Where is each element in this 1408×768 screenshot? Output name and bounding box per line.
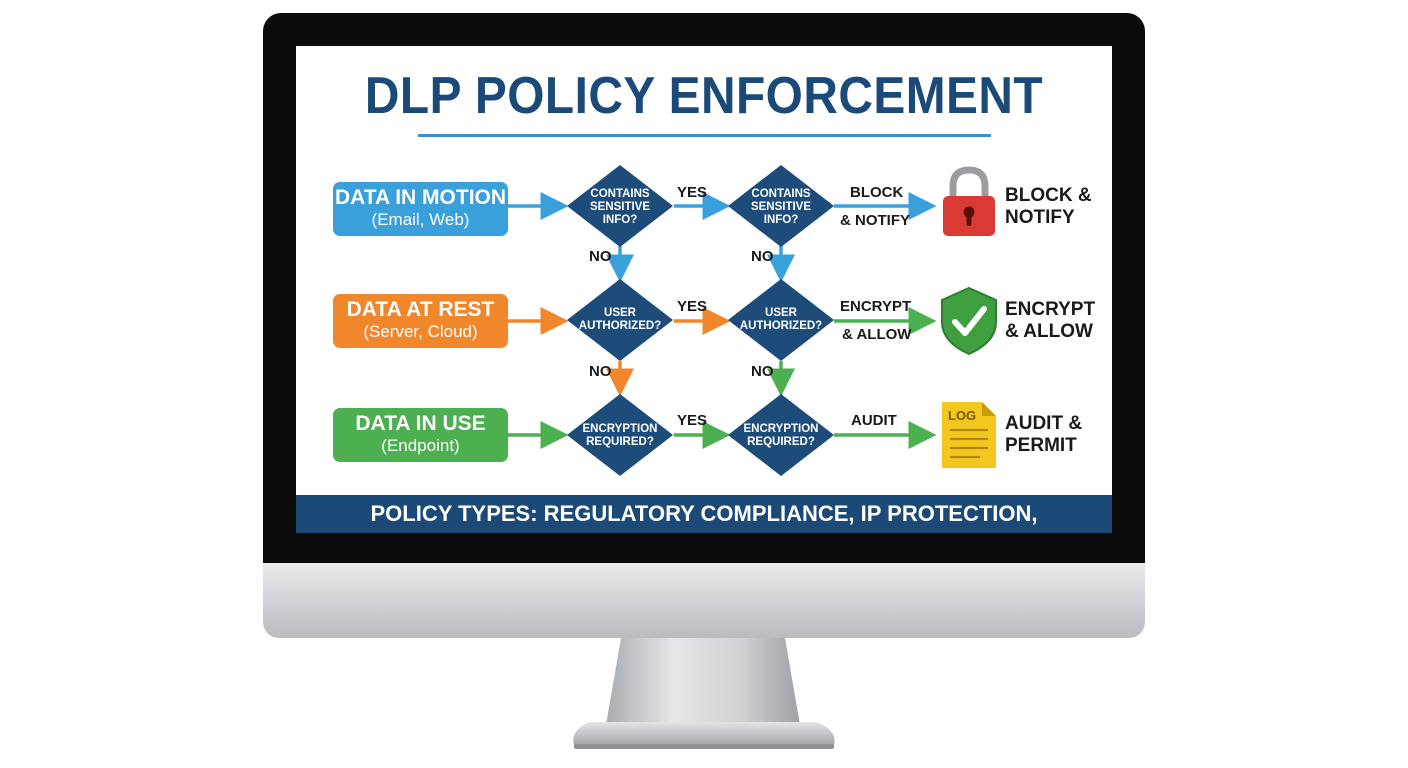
- block-label-line2: & NOTIFY: [840, 212, 910, 229]
- monitor-chin: [263, 563, 1145, 638]
- source-data-in-use: DATA IN USE (Endpoint): [333, 408, 508, 462]
- no-label-r2c2: NO: [751, 363, 774, 380]
- title-underline: [418, 134, 991, 137]
- decision-diamond-r1c1: [567, 165, 673, 247]
- source-data-in-motion: DATA IN MOTION (Email, Web): [333, 182, 508, 236]
- decision-diamond-r2c2: [728, 279, 834, 361]
- yes-label-r3: YES: [677, 412, 708, 429]
- outcome-label: BLOCK & NOTIFY: [1005, 185, 1092, 229]
- outcome-line1: ENCRYPT: [1005, 299, 1096, 320]
- decision-diamond-r2c1: [567, 279, 673, 361]
- audit-label: AUDIT: [851, 412, 897, 429]
- decision-diamond-r3c2: [728, 394, 834, 476]
- outcome-line2: NOTIFY: [1005, 207, 1075, 228]
- encrypt-label-line2: & ALLOW: [842, 326, 912, 343]
- decision-text: CONTAINS SENSITIVE INFO?: [589, 188, 651, 226]
- source-title: DATA AT REST: [346, 298, 495, 321]
- log-badge: LOG: [948, 408, 977, 423]
- flow-connectors: [508, 165, 997, 476]
- diagram-title: DLP POLICY ENFORCEMENT: [364, 67, 1044, 125]
- decision-text: ENCRYPTION REQUIRED?: [743, 423, 819, 448]
- block-label-line1: BLOCK: [850, 184, 904, 201]
- source-title: DATA IN MOTION: [334, 186, 507, 209]
- source-data-at-rest: DATA AT REST (Server, Cloud): [333, 294, 508, 348]
- yes-label-r1: YES: [677, 184, 708, 201]
- decision-text: USER AUTHORIZED?: [739, 307, 823, 332]
- outcome-label: AUDIT & PERMIT: [1005, 413, 1082, 457]
- shield-check-icon: [941, 286, 997, 356]
- outcome-line1: BLOCK &: [1005, 185, 1092, 206]
- outcome-label: ENCRYPT & ALLOW: [1005, 299, 1095, 343]
- no-label-r1c2: NO: [751, 248, 774, 265]
- log-document-icon: [942, 402, 996, 468]
- lock-icon: [943, 166, 995, 236]
- decision-diamond-r1c2: [728, 165, 834, 247]
- no-label-r1c1: NO: [589, 248, 612, 265]
- source-subtitle: (Email, Web): [371, 210, 470, 229]
- source-subtitle: (Endpoint): [381, 436, 460, 455]
- yes-label-r2: YES: [677, 298, 708, 315]
- decision-text: ENCRYPTION REQUIRED?: [582, 423, 658, 448]
- decision-text: CONTAINS SENSITIVE INFO?: [750, 188, 812, 226]
- policy-types-footer: POLICY TYPES: REGULATORY COMPLIANCE, IP …: [296, 495, 1112, 533]
- outcome-line2: & ALLOW: [1005, 321, 1093, 342]
- monitor-screen: DLP POLICY ENFORCEMENT: [296, 46, 1112, 533]
- source-subtitle: (Server, Cloud): [363, 322, 478, 341]
- decision-diamond-r3c1: [567, 394, 673, 476]
- outcome-line1: AUDIT &: [1005, 413, 1083, 434]
- outcome-line2: PERMIT: [1005, 435, 1077, 456]
- decision-text: USER AUTHORIZED?: [578, 307, 662, 332]
- source-title: DATA IN USE: [355, 412, 486, 435]
- no-label-r2c1: NO: [589, 363, 612, 380]
- encrypt-label-line1: ENCRYPT: [840, 298, 912, 315]
